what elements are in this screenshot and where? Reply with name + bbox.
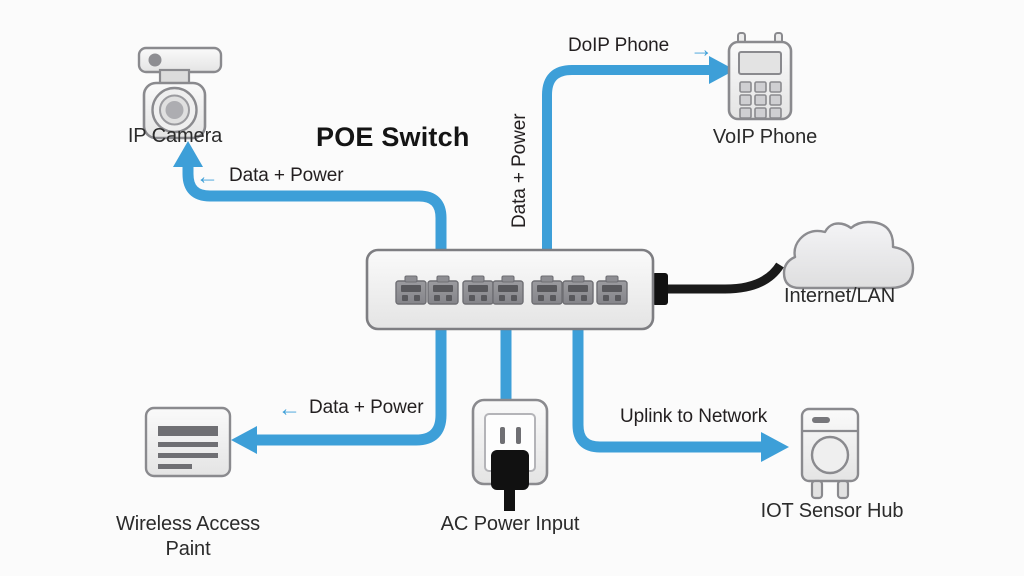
wireless-ap-label-line1: Wireless Access	[115, 513, 261, 535]
switch-port-7	[596, 275, 628, 305]
camera-data-power-arrow	[173, 141, 447, 270]
cloud-icon	[782, 220, 915, 290]
internet-label: Internet/LAN	[784, 285, 896, 307]
camera-flow-label: Data + Power	[229, 165, 344, 186]
voip-phone-label: VoIP Phone	[712, 126, 818, 148]
voip-flow-label: DoIP Phone	[568, 35, 670, 56]
wap-flow-arrow-icon: ←	[278, 395, 301, 421]
poe-switch-icon[interactable]	[365, 248, 655, 331]
iot-hub-label: IOT Sensor Hub	[760, 500, 904, 522]
internet-cable	[652, 262, 784, 305]
switch-port-1	[395, 275, 427, 305]
ip-camera-icon[interactable]	[137, 46, 223, 140]
page-title: POE Switch	[316, 122, 470, 152]
switch-port-4	[492, 275, 524, 305]
wireless-access-point-icon[interactable]	[144, 406, 232, 478]
switch-port-6	[562, 275, 594, 305]
voip-flow-arrow-icon: →	[690, 36, 713, 62]
switch-port-2	[427, 275, 459, 305]
camera-flow-arrow-icon: ←	[196, 163, 219, 189]
uplink-flow-label: Uplink to Network	[620, 406, 768, 427]
switch-vertical-flow-label: Data + Power	[509, 113, 530, 228]
iot-sensor-hub-icon[interactable]	[800, 407, 860, 500]
wireless-ap-label-line2: Paint	[165, 538, 211, 560]
wap-flow-label: Data + Power	[309, 397, 424, 418]
switch-port-5	[531, 275, 563, 305]
ac-power-label: AC Power Input	[440, 513, 580, 535]
ip-camera-label: IP Camera	[127, 125, 223, 147]
voip-phone-icon[interactable]	[727, 32, 793, 121]
ac-outlet-icon[interactable]	[471, 398, 549, 511]
